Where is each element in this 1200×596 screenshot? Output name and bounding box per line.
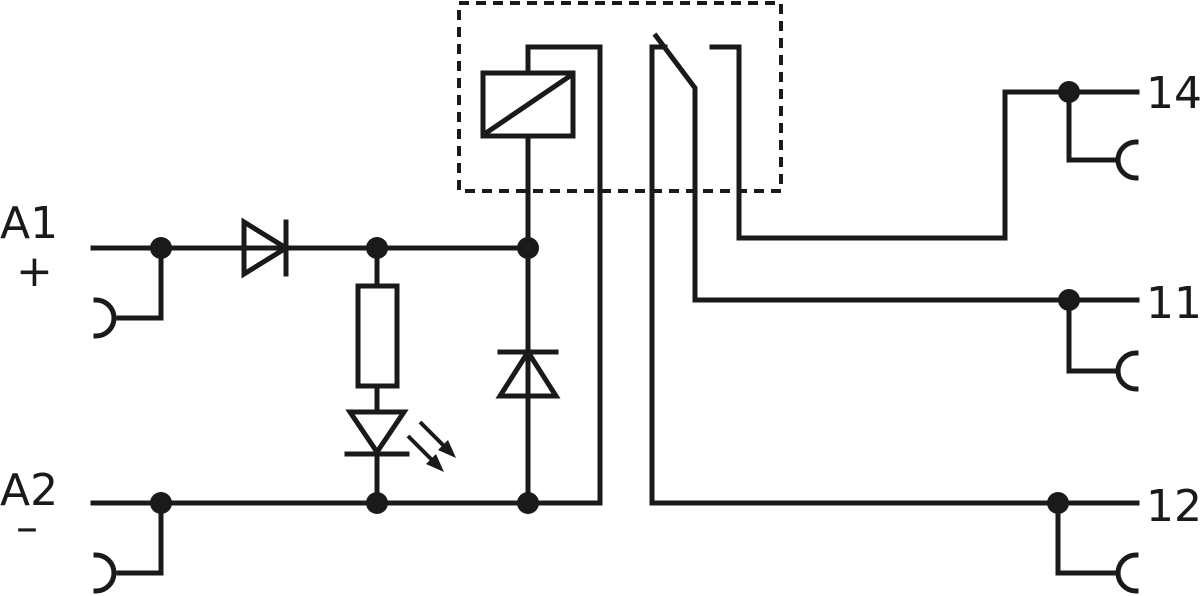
junction-dot [366, 237, 388, 259]
led-arrowhead-1 [438, 440, 456, 458]
terminal-label-11: 11 [1146, 278, 1200, 329]
terminal-label-a1: A1 [0, 198, 58, 249]
a1-terminal-link [116, 245, 164, 321]
relay-housing-outline [457, 1, 783, 193]
a2-terminal-link [116, 500, 164, 576]
series-diode-triangle [241, 217, 291, 279]
junction-dot [1047, 492, 1069, 514]
terminal-label-a2: A2 [0, 465, 58, 516]
led-triangle [345, 409, 409, 457]
contact-14-wire [709, 44, 1072, 241]
terminal-label-14: 14 [1146, 68, 1200, 119]
junction-dot [517, 492, 539, 514]
junction-dot [150, 492, 172, 514]
junction-dot [1058, 81, 1080, 103]
terminal-label-12: 12 [1146, 481, 1200, 532]
t12-terminal-clamp [1115, 552, 1139, 594]
contact-12-wire [649, 44, 668, 506]
t12-terminal-link [1055, 500, 1120, 576]
led-light-arrow-2 [406, 434, 436, 464]
terminal-polarity-plus: + [16, 246, 53, 297]
junction-dot [1058, 289, 1080, 311]
led-light-arrow-1 [418, 420, 448, 450]
junction-dot [517, 237, 539, 259]
junction-dot [366, 492, 388, 514]
t14-terminal-clamp [1115, 139, 1139, 181]
t11-terminal-link [1066, 297, 1120, 374]
contact-11-common-wire [652, 32, 1072, 303]
resistor [355, 283, 400, 389]
a1-terminal-clamp [93, 297, 117, 339]
t14-terminal-link [1066, 89, 1120, 163]
t11-terminal-clamp [1115, 350, 1139, 392]
a2-terminal-clamp [93, 552, 117, 594]
terminal-polarity-minus: – [16, 502, 38, 553]
relay-coil-diagonal [482, 72, 574, 137]
coil-return-wire [525, 44, 603, 506]
freewheel-diode-triangle [495, 347, 561, 399]
junction-dot [150, 237, 172, 259]
led-arrowhead-2 [426, 454, 444, 472]
